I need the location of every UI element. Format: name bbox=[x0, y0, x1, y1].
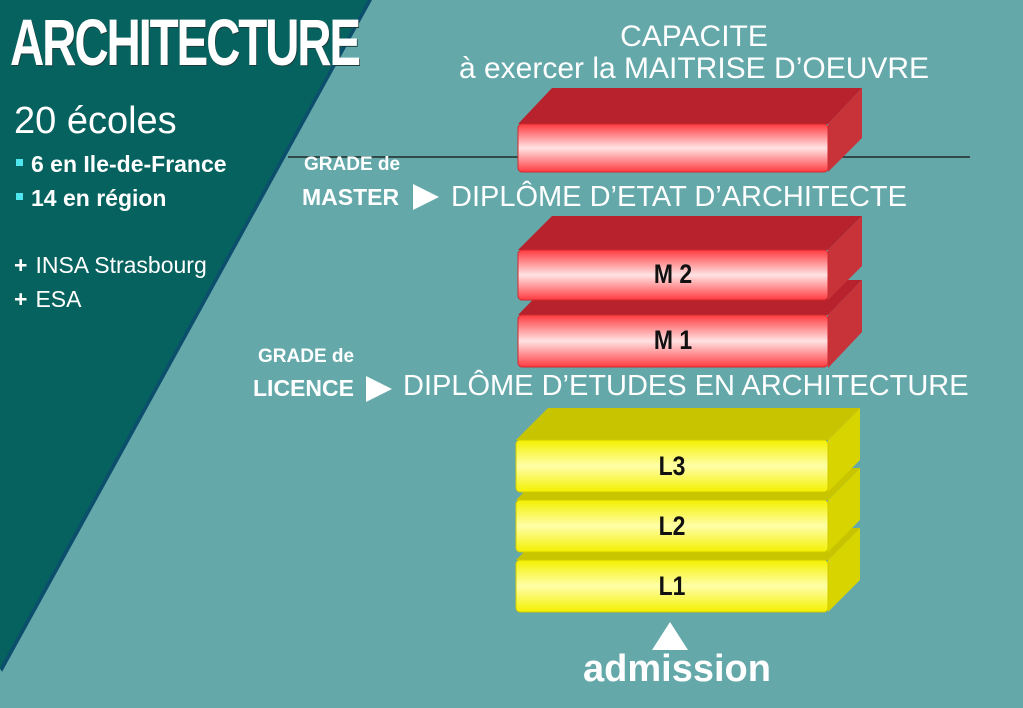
licence-diploma: DIPLÔME D’ETUDES EN ARCHITECTURE bbox=[403, 370, 969, 402]
bullet-ile-de-france: 6 en Ile-de-France bbox=[16, 151, 227, 178]
bullet-text: 14 en région bbox=[31, 185, 167, 211]
capacite-subheading: à exercer la MAITRISE D’OEUVRE bbox=[458, 52, 930, 85]
admission-arrow-icon bbox=[652, 622, 688, 650]
extra-insa: + INSA Strasbourg bbox=[14, 252, 207, 279]
extra-text: INSA Strasbourg bbox=[35, 252, 207, 278]
l1-label: L1 bbox=[658, 571, 686, 601]
bullet-text: 6 en Ile-de-France bbox=[31, 151, 227, 177]
m1-label: M 1 bbox=[653, 325, 693, 355]
l2-label: L2 bbox=[658, 511, 686, 541]
capacite-block bbox=[517, 88, 862, 173]
schools-count: 20 écoles bbox=[14, 100, 177, 142]
licence-grade-label: GRADE de bbox=[258, 346, 355, 367]
bullet-region: 14 en région bbox=[16, 185, 166, 212]
plus-icon: + bbox=[14, 286, 28, 312]
extra-esa: + ESA bbox=[14, 286, 81, 313]
master-grade-name: MASTER bbox=[302, 184, 400, 210]
l3-block bbox=[515, 408, 860, 493]
capacite-heading: CAPACITE bbox=[620, 20, 768, 53]
m2-label: M 2 bbox=[653, 259, 693, 289]
master-arrow-icon bbox=[413, 184, 439, 210]
page-title: ARCHITECTURE bbox=[10, 5, 361, 79]
plus-icon: + bbox=[14, 252, 28, 278]
square-bullet-icon bbox=[16, 193, 23, 201]
admission-label: admission bbox=[583, 648, 771, 690]
master-grade-label: GRADE de bbox=[304, 154, 401, 175]
licence-grade-name: LICENCE bbox=[253, 375, 354, 401]
extra-text: ESA bbox=[35, 286, 82, 312]
square-bullet-icon bbox=[16, 159, 23, 167]
m2-block bbox=[517, 216, 862, 301]
licence-arrow-icon bbox=[366, 376, 392, 402]
master-diploma: DIPLÔME D’ETAT D’ARCHITECTE bbox=[451, 181, 907, 213]
sidebar-edge bbox=[0, 0, 372, 672]
l3-label: L3 bbox=[658, 451, 686, 481]
